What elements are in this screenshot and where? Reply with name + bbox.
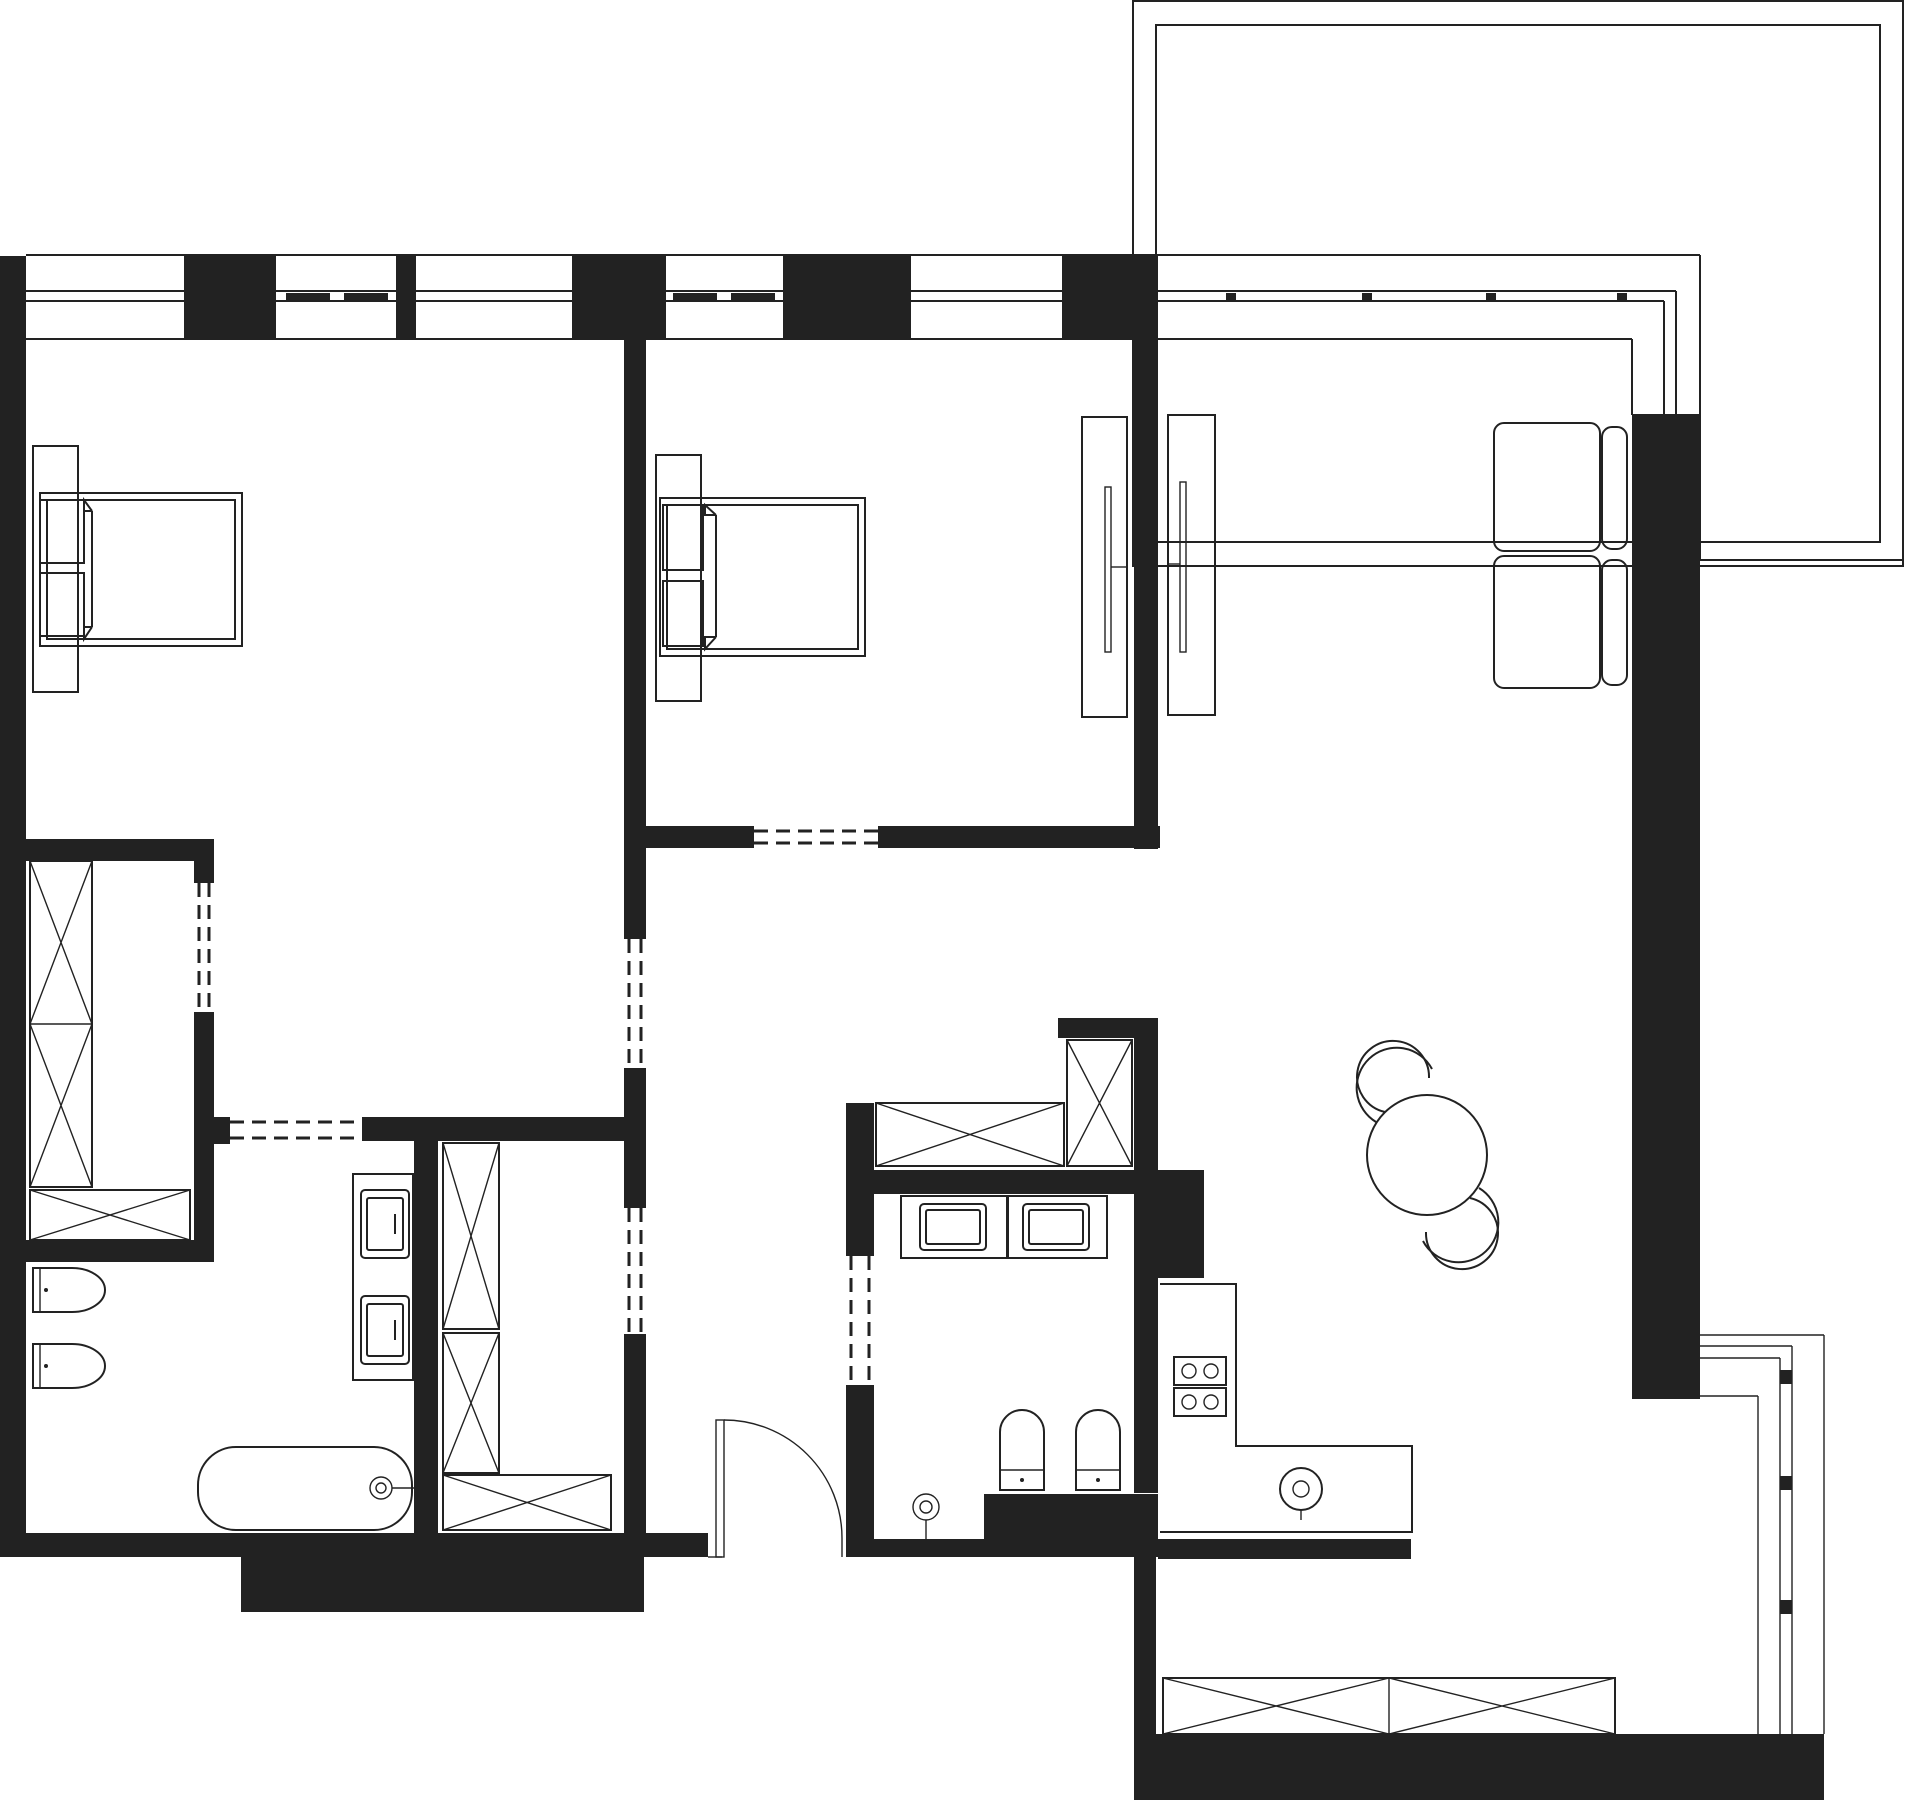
sink [1279, 1467, 1323, 1520]
toilet [32, 1267, 106, 1313]
sofa [1493, 422, 1628, 689]
bathtub [197, 1446, 414, 1531]
double-bed [655, 454, 866, 702]
entrance-door [708, 1419, 843, 1558]
bidet [1075, 1409, 1121, 1491]
dining-table [1355, 1039, 1500, 1271]
bidet [32, 1343, 106, 1389]
bedroom-2 [655, 416, 1128, 718]
bathroom-2 [875, 1039, 1133, 1539]
tv-unit [1167, 414, 1216, 716]
balcony [1700, 1334, 1825, 1734]
cooktop [1173, 1356, 1227, 1417]
walls [0, 256, 1824, 1800]
openings [197, 829, 878, 1385]
shower [1066, 1039, 1133, 1167]
living-room [1162, 414, 1628, 1735]
double-bed [32, 445, 243, 693]
floor-drain [912, 1493, 940, 1539]
bathroom-1 [32, 1173, 414, 1531]
toilet [999, 1409, 1045, 1491]
kitchen [1160, 1283, 1413, 1533]
top-facade [26, 254, 1903, 561]
storage-unit [1162, 1677, 1616, 1735]
wardrobe [29, 860, 191, 1241]
double-sink [900, 1195, 1108, 1259]
tv-unit [1081, 416, 1128, 718]
double-sink [352, 1173, 414, 1381]
bedroom-1 [29, 445, 243, 1241]
cabinet [875, 1102, 1065, 1167]
walk-in-closet [442, 1142, 612, 1531]
